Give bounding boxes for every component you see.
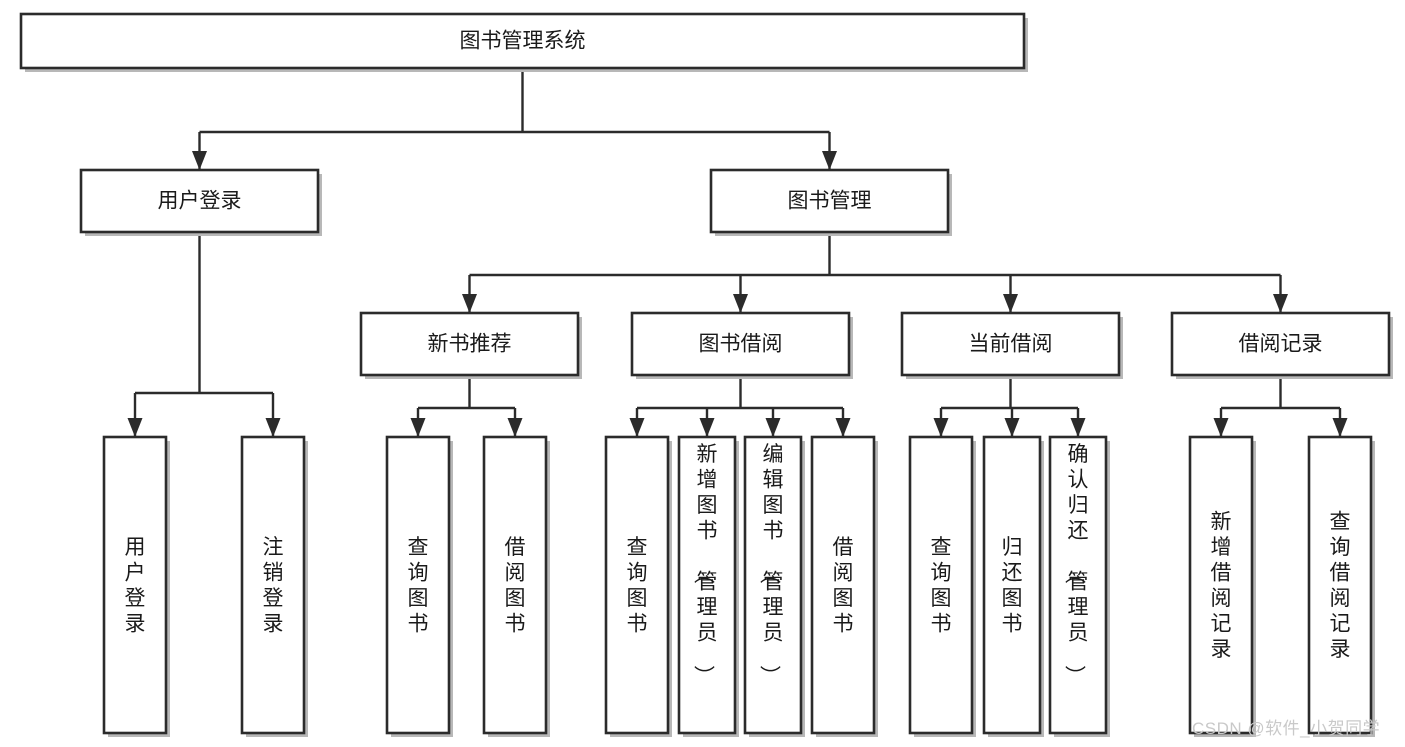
node-leaf-9[interactable]: 归还图书: [982, 435, 1044, 737]
node-leaf-12[interactable]: 查询借阅记录: [1307, 435, 1375, 737]
node-leaf-11[interactable]: 新增借阅记录: [1188, 435, 1256, 737]
node-label: 借阅记录: [1239, 333, 1323, 356]
arrow-head-icon: [933, 418, 949, 437]
node-label: 图书管理系统: [460, 30, 586, 53]
arrow-head-icon: [1273, 294, 1288, 313]
leaf-label: 查询借阅记录: [1330, 511, 1351, 662]
arrow-head-icon: [1213, 418, 1229, 437]
node-root[interactable]: 图书管理系统: [19, 12, 1028, 72]
node-leaf-3[interactable]: 借阅图书: [482, 435, 550, 737]
arrow-head-icon: [1003, 294, 1018, 313]
node-leaf-1[interactable]: 注销登录: [240, 435, 308, 737]
node-rect: [677, 435, 737, 735]
leaf-label: 查询图书: [627, 536, 648, 636]
arrow-head-icon: [629, 418, 645, 437]
node-leaf-0[interactable]: 用户登录: [102, 435, 170, 737]
leaf-label: 新增图书（管理员）: [692, 443, 718, 686]
node-rect: [900, 311, 1121, 377]
arrow-head-icon: [192, 151, 207, 170]
csdn-watermark: CSDN @软件_小贺同学: [1192, 719, 1381, 738]
node-rect: [709, 168, 950, 234]
arrow-head-icon: [835, 418, 851, 437]
node-rect: [79, 168, 320, 234]
node-label: 新书推荐: [428, 333, 512, 356]
node-leaf-10[interactable]: 确认归还（管理员）: [1048, 435, 1110, 737]
node-rect: [1307, 435, 1373, 735]
leaf-label: 查询图书: [931, 536, 952, 636]
node-level2-3[interactable]: 借阅记录: [1170, 311, 1393, 379]
node-rect: [908, 435, 974, 735]
leaf-label: 注销登录: [263, 536, 284, 636]
leaf-label: 新增借阅记录: [1211, 511, 1232, 662]
node-rect: [385, 435, 451, 735]
node-rect: [630, 311, 851, 377]
node-level2-0[interactable]: 新书推荐: [359, 311, 582, 379]
leaf-label: 借阅图书: [833, 536, 854, 636]
arrow-head-icon: [410, 418, 426, 437]
node-label: 用户登录: [158, 190, 242, 213]
arrow-head-icon: [507, 418, 523, 437]
node-leaf-5[interactable]: 新增图书（管理员）: [677, 435, 739, 737]
node-rect: [19, 12, 1026, 70]
node-rect: [1048, 435, 1108, 735]
arrow-head-icon: [765, 418, 781, 437]
arrow-head-icon: [822, 151, 837, 170]
node-leaf-4[interactable]: 查询图书: [604, 435, 672, 737]
node-label: 当前借阅: [969, 333, 1053, 356]
node-rect: [1170, 311, 1391, 377]
node-level1-1[interactable]: 图书管理: [709, 168, 952, 236]
connector-layer: [127, 68, 1348, 437]
node-level2-1[interactable]: 图书借阅: [630, 311, 853, 379]
node-leaf-8[interactable]: 查询图书: [908, 435, 976, 737]
node-rect: [743, 435, 803, 735]
leaf-label: 编辑图书（管理员）: [758, 443, 784, 686]
node-rect: [1188, 435, 1254, 735]
node-leaf-2[interactable]: 查询图书: [385, 435, 453, 737]
node-rect: [102, 435, 168, 735]
arrow-head-icon: [1004, 418, 1020, 437]
arrow-head-icon: [1332, 418, 1348, 437]
node-rect: [810, 435, 876, 735]
arrow-head-icon: [265, 418, 281, 437]
leaf-label: 用户登录: [125, 536, 146, 636]
node-label: 图书借阅: [699, 333, 783, 356]
arrow-head-icon: [127, 418, 143, 437]
leaf-label: 确认归还（管理员）: [1063, 443, 1089, 686]
arrow-head-icon: [1070, 418, 1086, 437]
node-rect: [604, 435, 670, 735]
leaf-label: 归还图书: [1002, 536, 1023, 636]
node-rect: [240, 435, 306, 735]
leaf-label: 借阅图书: [505, 536, 526, 636]
node-level2-2[interactable]: 当前借阅: [900, 311, 1123, 379]
node-rect: [359, 311, 580, 377]
node-label: 图书管理: [788, 190, 872, 213]
node-rect: [482, 435, 548, 735]
node-rect: [982, 435, 1042, 735]
node-leaf-6[interactable]: 编辑图书（管理员）: [743, 435, 805, 737]
node-leaf-7[interactable]: 借阅图书: [810, 435, 878, 737]
node-level1-0[interactable]: 用户登录: [79, 168, 322, 236]
arrow-head-icon: [699, 418, 715, 437]
arrow-head-icon: [733, 294, 748, 313]
leaf-label: 查询图书: [408, 536, 429, 636]
arrow-head-icon: [462, 294, 477, 313]
node-layer: 图书管理系统用户登录图书管理新书推荐图书借阅当前借阅借阅记录用户登录注销登录查询…: [19, 12, 1393, 737]
